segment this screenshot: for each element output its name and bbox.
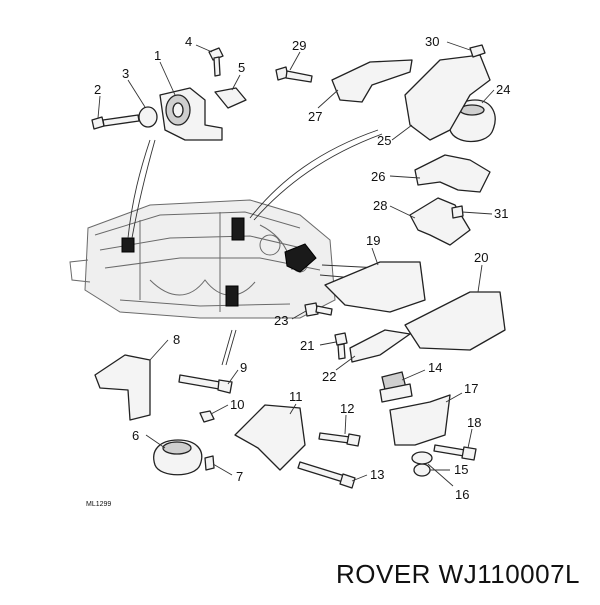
callout-8: 8 [173, 332, 180, 347]
part-2-bolt [91, 114, 140, 130]
callout-27: 27 [308, 109, 322, 124]
callout-6: 6 [132, 428, 139, 443]
part-5-clip [214, 87, 247, 109]
callout-11: 11 [289, 389, 303, 404]
callout-28: 28 [373, 198, 387, 213]
callout-2: 2 [94, 82, 101, 97]
callout-22: 22 [322, 369, 336, 384]
part-10-nut [199, 410, 215, 423]
part-9-bolt [178, 374, 233, 394]
part-31-bolt [451, 205, 464, 219]
part-28-bracket [409, 197, 471, 246]
part-7-bolt [204, 455, 215, 471]
callout-3: 3 [122, 66, 129, 81]
part-14-rubber-mount [379, 371, 413, 403]
callout-9: 9 [240, 360, 247, 375]
part-29-bolt [275, 66, 313, 83]
part-number-caption: ROVER WJ110007L [336, 559, 580, 589]
callout-21: 21 [300, 338, 314, 353]
callout-26: 26 [371, 169, 385, 184]
part-11-bracket [234, 404, 306, 471]
part-1-upper-mount [159, 87, 223, 141]
part-8-bracket [94, 354, 151, 421]
callout-29: 29 [292, 38, 306, 53]
part-6-lower-mount [153, 439, 203, 476]
engine-mount-point-rear [284, 243, 317, 273]
callout-15: 15 [454, 462, 468, 477]
engine-block-illustration [69, 199, 336, 319]
engine-mount-point-bottom [225, 285, 239, 307]
callout-7: 7 [236, 469, 243, 484]
part-22-plate [349, 329, 411, 363]
part-13-bolt [297, 461, 356, 489]
callout-20: 20 [474, 250, 488, 265]
callout-17: 17 [464, 381, 478, 396]
engine-mount-point-top [231, 217, 245, 241]
part-21-bolt [334, 332, 348, 360]
callout-16: 16 [455, 487, 469, 502]
callout-24: 24 [496, 82, 510, 97]
callout-18: 18 [467, 415, 481, 430]
callout-31: 31 [494, 206, 508, 221]
callout-5: 5 [238, 60, 245, 75]
callout-14: 14 [428, 360, 442, 375]
part-27-arm [331, 59, 413, 103]
part-25-top-bracket [404, 54, 491, 141]
engine-mount-point-left [121, 237, 135, 253]
callout-leader-lines [97, 41, 495, 487]
part-17-bracket [389, 394, 451, 446]
part-19-bracket [324, 261, 426, 313]
part-18-bolt [433, 444, 477, 461]
part-23-bolt [304, 302, 333, 317]
callout-13: 13 [370, 467, 384, 482]
part-20-bracket [404, 291, 506, 351]
callout-19: 19 [366, 233, 380, 248]
part-4-bolt [208, 47, 224, 77]
callout-25: 25 [377, 133, 391, 148]
part-16-washer [411, 451, 433, 465]
part-26-bracket [414, 154, 491, 193]
callout-1: 1 [154, 48, 161, 63]
callout-30: 30 [425, 34, 439, 49]
callout-4: 4 [185, 34, 192, 49]
callout-10: 10 [230, 397, 244, 412]
callout-12: 12 [340, 401, 354, 416]
part-12-bolt [318, 432, 361, 447]
part-30-bolt [469, 44, 486, 58]
part-15-washer [413, 463, 431, 477]
diagram-reference-code: ML1299 [86, 501, 111, 508]
part-3-washer [138, 106, 158, 128]
callout-23: 23 [274, 313, 288, 328]
